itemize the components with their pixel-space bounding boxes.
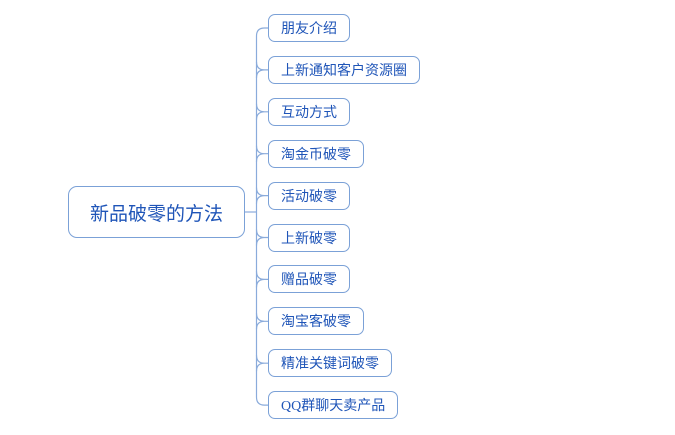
connector-branch	[255, 229, 268, 246]
connector-branch	[255, 187, 268, 204]
connector-branch	[255, 355, 268, 372]
topic-node[interactable]: 上新通知客户资源圈	[268, 55, 420, 84]
root-topic[interactable]: 新品破零的方法	[68, 186, 245, 238]
topic-node[interactable]: 上新破零	[268, 223, 350, 252]
topic-node[interactable]: QQ群聊天卖产品	[268, 391, 399, 420]
connector-branch	[255, 313, 268, 330]
connector-spine	[255, 27, 268, 406]
topic-node[interactable]: 精准关键词破零	[268, 349, 392, 378]
topic-node[interactable]: 淘金币破零	[268, 139, 364, 168]
connector-branch	[255, 271, 268, 288]
connector-branch	[255, 145, 268, 162]
topic-node[interactable]: 朋友介绍	[268, 14, 350, 42]
topic-node[interactable]: 活动破零	[268, 181, 350, 210]
topic-node[interactable]: 赠品破零	[268, 265, 350, 294]
topic-node[interactable]: 互动方式	[268, 97, 350, 126]
connector-branch	[255, 103, 268, 120]
topic-node[interactable]: 淘宝客破零	[268, 307, 364, 336]
connector-branch	[255, 61, 268, 78]
